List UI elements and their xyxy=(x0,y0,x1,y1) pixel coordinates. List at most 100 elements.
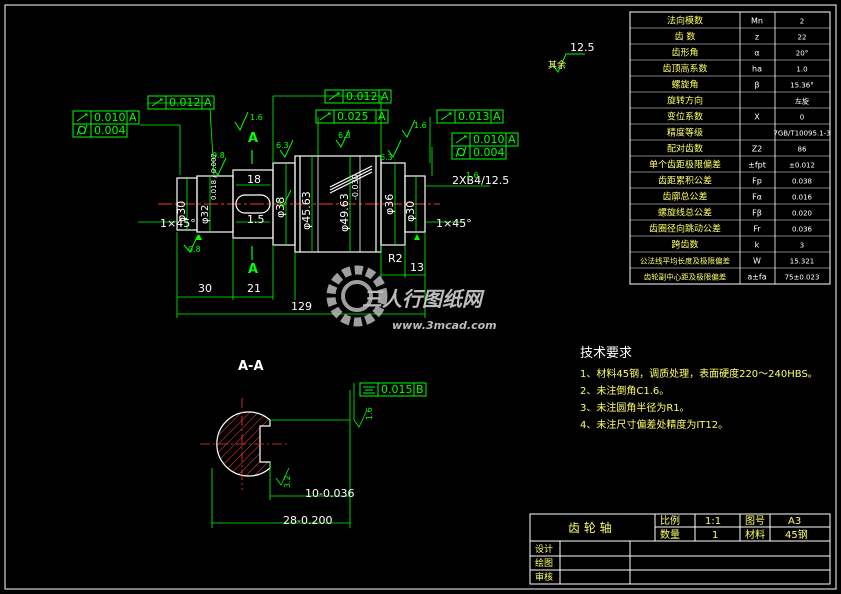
svg-text:18: 18 xyxy=(247,173,261,186)
gear-table-symbol: Z2 xyxy=(752,145,763,154)
gear-table-name: 螺旋角 xyxy=(671,79,698,91)
svg-text:φ30: φ30 xyxy=(175,201,188,222)
gear-table-name: 精度等级 xyxy=(667,127,703,139)
datum-markers xyxy=(196,234,420,240)
gear-table-value: 20° xyxy=(796,50,808,58)
gear-table-name: 齿顶高系数 xyxy=(662,63,707,75)
svg-text:30: 30 xyxy=(198,282,212,295)
gear-table-value: 0.036 xyxy=(792,226,813,234)
gear-table-name: 齿距累积公差 xyxy=(658,175,712,187)
gear-table-name: 齿廓总公差 xyxy=(662,191,707,203)
svg-text:0.012: 0.012 xyxy=(169,96,201,109)
svg-text:10-0.036: 10-0.036 xyxy=(305,487,354,500)
svg-text:材料: 材料 xyxy=(745,528,765,541)
tech-requirements: 技术要求 1、材料45钢，调质处理，表面硬度220～240HBS。 2、未注倒角… xyxy=(580,346,818,431)
svg-text:0.012: 0.012 xyxy=(346,90,378,103)
svg-text:φ36: φ36 xyxy=(383,194,396,215)
svg-text:φ32: φ32 xyxy=(200,205,211,224)
svg-text:A3: A3 xyxy=(788,516,801,527)
svg-text:-0.030: -0.030 xyxy=(351,174,360,200)
svg-text:1: 1 xyxy=(712,530,718,541)
svg-text:A: A xyxy=(508,133,516,146)
svg-text:1.5: 1.5 xyxy=(247,213,265,226)
svg-text:0.004: 0.004 xyxy=(473,146,505,159)
svg-text:1.6: 1.6 xyxy=(414,121,427,130)
tech-item-1: 1、材料45钢，调质处理，表面硬度220～240HBS。 xyxy=(580,367,818,380)
gear-table-value: 75±0.023 xyxy=(785,274,820,282)
gear-table-value: 2 xyxy=(800,18,804,26)
gear-table-value: 3 xyxy=(800,242,804,250)
gear-table-value: 22 xyxy=(798,34,807,42)
gear-table-value: ±0.012 xyxy=(789,162,815,170)
gear-logo-icon xyxy=(326,265,388,327)
dimension-lines xyxy=(138,95,490,420)
gear-table-name: 变位系数 xyxy=(667,111,703,123)
svg-text:0.8: 0.8 xyxy=(212,151,225,160)
gear-table-symbol: W xyxy=(753,257,761,266)
svg-text:6.3: 6.3 xyxy=(338,131,351,140)
svg-text:www.3mcad.com: www.3mcad.com xyxy=(392,319,497,332)
watermark: 三人行图纸网 www.3mcad.com xyxy=(326,265,497,332)
svg-text:φ45.63: φ45.63 xyxy=(300,191,313,230)
svg-text:129: 129 xyxy=(291,300,312,313)
gear-table-name: 单个齿距极限偏差 xyxy=(649,159,721,171)
section-marker-top: A xyxy=(248,131,258,146)
tech-title: 技术要求 xyxy=(580,346,632,361)
svg-text:0.004: 0.004 xyxy=(94,124,126,137)
svg-text:A: A xyxy=(381,90,389,103)
gear-table-value: 0.016 xyxy=(792,194,813,202)
svg-text:φ30: φ30 xyxy=(404,201,417,222)
svg-text:A: A xyxy=(204,96,212,109)
title-block-text: 齿 轮 轴 比例 1:1 图号 A3 数量 1 材料 45钢 设计 绘图 审核 xyxy=(535,514,808,583)
svg-text:6.3: 6.3 xyxy=(380,153,393,162)
gear-table-symbol: Fr xyxy=(753,225,761,234)
gear-table-value: 15.321 xyxy=(790,258,815,266)
svg-text:0.8: 0.8 xyxy=(188,245,201,254)
gear-table-symbol: Mn xyxy=(751,17,763,26)
roughness-symbols xyxy=(183,53,585,253)
shaft-view xyxy=(158,155,440,253)
title-block xyxy=(529,513,831,585)
gear-table-symbol: a±fa xyxy=(747,273,766,282)
svg-text:图号: 图号 xyxy=(745,515,765,527)
gear-table-symbol: X xyxy=(754,113,760,122)
svg-text:其余: 其余 xyxy=(548,59,566,71)
svg-text:0.013: 0.013 xyxy=(458,110,490,123)
gear-table-name: 法向模数 xyxy=(667,15,703,27)
svg-text:1.6: 1.6 xyxy=(466,171,479,180)
svg-text:3.2: 3.2 xyxy=(283,475,292,488)
svg-text:0.025: 0.025 xyxy=(337,110,369,123)
svg-text:B: B xyxy=(416,383,424,396)
svg-text:比例: 比例 xyxy=(660,514,680,527)
tolerance-symbols xyxy=(76,92,467,394)
gear-table-name: 齿圈径向跳动公差 xyxy=(649,223,721,235)
gear-table-value: 0.020 xyxy=(792,210,812,218)
svg-text:1.6: 1.6 xyxy=(365,407,374,420)
gear-table-value: 1.0 xyxy=(796,66,807,74)
gear-table-value: 7GB/T10095.1-3 xyxy=(773,130,830,138)
part-name: 齿 轮 轴 xyxy=(568,520,612,535)
svg-text:R2: R2 xyxy=(388,252,403,265)
sheet-border xyxy=(4,4,837,590)
gear-table-name: 公法线平均长度及极限偏差 xyxy=(640,256,730,266)
gear-table-name: 旋转方向 xyxy=(667,95,703,107)
gear-table-name: 配对齿数 xyxy=(667,143,703,155)
gear-table-name: 齿形角 xyxy=(671,47,698,59)
svg-text:φ38: φ38 xyxy=(274,197,287,218)
roughness-text: 0.8 1.6 6.3 6.3 6.3 1.6 0.8 1.6 xyxy=(188,113,479,254)
general-roughness: 其余 12.5 xyxy=(548,41,595,71)
gear-table-name: 齿 数 xyxy=(675,31,696,43)
svg-text:绘图: 绘图 xyxy=(535,557,553,569)
gear-table-value: 15.36° xyxy=(790,82,814,90)
gear-table-symbol: Fβ xyxy=(752,209,762,218)
section-view: A-A 10-0.036 28-0.200 3.2 1.6 xyxy=(200,359,374,528)
svg-text:13: 13 xyxy=(410,261,424,274)
svg-text:21: 21 xyxy=(247,282,261,295)
cutting-plane-A: A A xyxy=(248,131,258,277)
svg-text:设计: 设计 xyxy=(535,543,553,555)
gear-table-name: 螺旋线总公差 xyxy=(658,207,712,219)
svg-text:0.018 / 0.002: 0.018 / 0.002 xyxy=(210,153,218,200)
gear-table-name: 跨齿数 xyxy=(671,239,698,251)
svg-text:1.6: 1.6 xyxy=(250,113,263,122)
